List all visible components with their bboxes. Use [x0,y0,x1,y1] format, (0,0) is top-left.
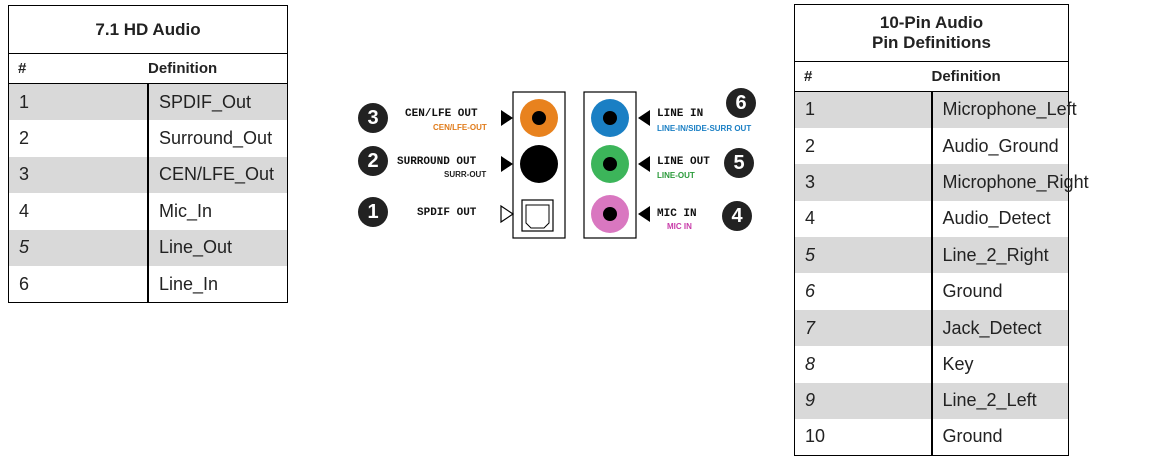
label-cen-lfe-out: CEN/LFE OUT [405,108,478,120]
pin-definition: Line_Out [147,229,288,266]
pin-table-title-line1: 10-Pin Audio [879,13,984,32]
table-row: 2 Surround_Out [9,120,288,157]
pin-definition: Jack_Detect [930,309,1069,347]
table-row: 4 Audio_Detect [795,200,1069,238]
pin-definition: Surround_Out [147,120,288,157]
pin-number: 7 [805,317,816,338]
pin-number: 1 [19,91,30,112]
pin-definitions-table: 10-Pin Audio Pin Definitions # Definitio… [794,4,1089,456]
table-row: 10 Ground [795,419,1069,456]
table-row: 4 Mic_In [9,193,288,230]
pin-number: 10 [805,426,826,447]
pin-number: 2 [19,127,30,148]
arrow-right-2 [501,156,513,172]
table-row: 6 Ground [795,273,1069,310]
jack-panel-svg [500,91,650,239]
col-header-num: # [8,53,148,84]
pin-definition: SPDIF_Out [147,83,288,120]
table-header-row: # Definition [794,61,1069,92]
pin-number: 9 [805,390,816,411]
table-row: 9 Line_2_Left [794,382,1069,420]
pin-number: 6 [805,281,816,302]
badge-3: 3 [358,103,388,133]
pin-number: 1 [805,99,816,120]
pin-definition: Key [930,346,1069,383]
pin-number: 4 [805,208,816,229]
table-header-row: # Definition [8,53,288,84]
pin-number: 5 [19,237,30,258]
pin-number: 4 [19,200,30,221]
arrow-left-2 [638,156,650,172]
hd-audio-table: 7.1 HD Audio # Definition 1 SPDIF_Out 2 Sur… [8,5,288,303]
pin-definition: Line_2_Left [930,382,1069,420]
arrow-left-1 [638,110,650,126]
table-row: 7 Jack_Detect [794,309,1069,347]
label-line-out: LINE OUT [657,156,710,168]
pin-number: 3 [805,171,816,192]
badge-5: 5 [724,148,754,178]
hd-audio-table-title: 7.1 HD Audio [8,5,288,54]
arrow-left-3 [638,206,650,222]
col-header-num: # [794,61,932,92]
surround-jack [520,145,558,183]
table-row: 1 SPDIF_Out [8,83,288,120]
pin-table-title-line2: Pin Definitions [872,33,991,52]
table-row: 1 Microphone_Left [794,91,1077,128]
label-surround-out: SURROUND OUT [397,156,477,168]
pin-number: 3 [19,164,30,185]
pin-number: 6 [19,273,30,294]
label-mic-in: MIC IN [657,208,697,220]
pin-number: 2 [805,135,816,156]
badge-1: 1 [358,197,388,227]
table-row: 5 Line_2_Right [794,237,1069,274]
table-row: 3 Microphone_Right [794,164,1089,201]
sub-cen-lfe-out: CEN/LFE-OUT [433,123,487,132]
table-row: 5 Line_Out [8,229,288,266]
arrow-right-3 [500,204,515,224]
sub-line-in: LINE-IN/SIDE-SURR OUT [657,124,752,133]
col-header-definition: Definition [931,61,1069,92]
arrow-right-1 [501,110,513,126]
pin-definition: Ground [930,419,1069,456]
pin-definition: Audio_Ground [930,127,1069,165]
pin-number: 8 [805,353,816,374]
pin-definition: Audio_Detect [930,200,1069,238]
pin-definition: Microphone_Left [930,91,1077,128]
badge-4: 4 [722,201,752,231]
pin-definition: CEN/LFE_Out [147,156,288,193]
table-row: 3 CEN/LFE_Out [8,156,288,193]
table-row: 8 Key [795,346,1069,383]
pin-definition: Line_In [147,266,288,303]
label-line-in: LINE IN [657,108,704,120]
sub-surround-out: SURR-OUT [444,170,487,179]
pin-definition: Line_2_Right [930,237,1069,274]
table-row: 2 Audio_Ground [795,127,1069,165]
pin-definition: Mic_In [147,193,288,230]
label-spdif-out: SPDIF OUT [417,207,477,219]
pin-definition: Microphone_Right [930,164,1089,201]
sub-mic-in: MIC IN [667,222,692,231]
pin-table-title: 10-Pin Audio Pin Definitions [794,4,1069,62]
col-header-definition: Definition [148,53,288,84]
badge-2: 2 [358,146,388,176]
pin-definition: Ground [930,273,1069,310]
badge-6: 6 [726,88,756,118]
audio-jack-diagram: 3 CEN/LFE OUT CEN/LFE-OUT 2 SURROUND OUT… [355,88,785,248]
sub-line-out: LINE-OUT [657,171,695,180]
table-row: 6 Line_In [9,266,288,303]
pin-number: 5 [805,244,816,265]
